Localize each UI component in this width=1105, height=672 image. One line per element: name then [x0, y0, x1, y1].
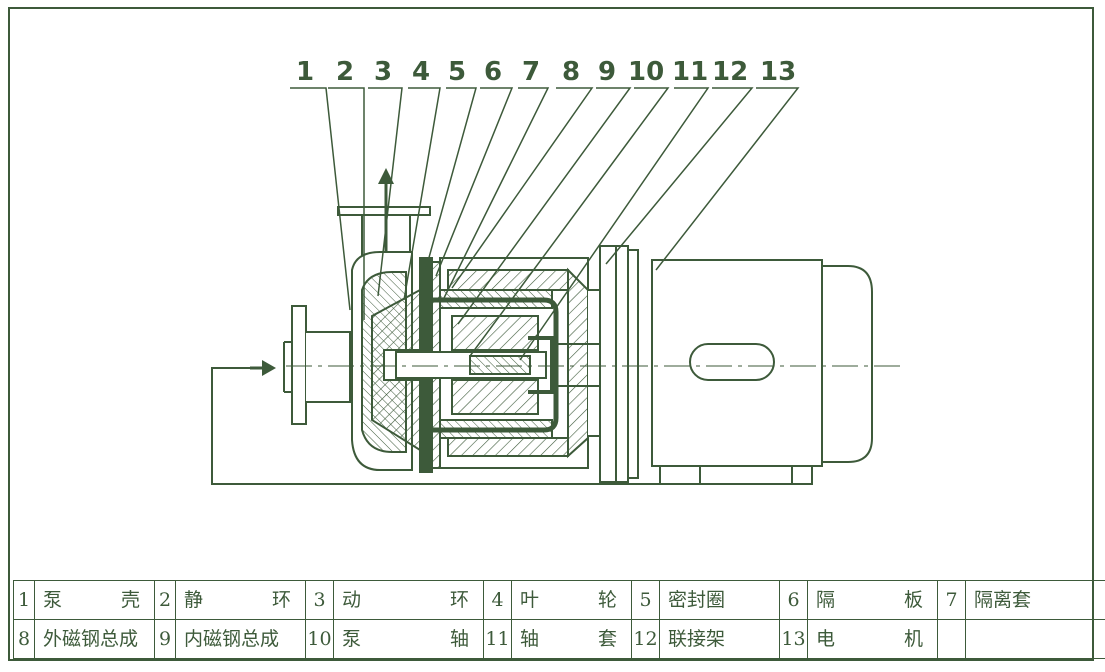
suction-pipe-line	[211, 367, 660, 485]
part-number-cell: 2	[154, 580, 176, 620]
callout-leaders	[290, 87, 800, 361]
callout-11: 11	[672, 57, 708, 87]
part-name-cell: 外磁钢总成	[34, 619, 155, 659]
part-name-cell: 静 环	[175, 580, 306, 620]
part-number-cell: 6	[779, 580, 808, 620]
pump-cross-section-drawing: 1 2 3 4 5 6 7 8 9 10 11 12 13	[211, 57, 900, 485]
part-name-cell: 隔离套	[965, 580, 1105, 620]
shaft-sleeve	[469, 355, 531, 375]
part-name-cell: 密封圈	[659, 580, 780, 620]
part-name-cell: 动 环	[333, 580, 484, 620]
part-number-cell: 11	[483, 619, 512, 659]
callout-6: 6	[484, 57, 502, 87]
part-name-cell: 联接架	[659, 619, 780, 659]
part-number-cell	[937, 619, 966, 659]
part-name-cell: 内磁钢总成	[175, 619, 306, 659]
callout-10: 10	[628, 57, 664, 87]
callout-12: 12	[712, 57, 748, 87]
part-name-cell: 隔 板	[807, 580, 938, 620]
part-number-cell: 13	[779, 619, 808, 659]
part-name-cell	[965, 619, 1105, 659]
isolation-sleeve	[432, 297, 559, 433]
callout-7: 7	[522, 57, 540, 87]
part-number-cell: 8	[13, 619, 35, 659]
callout-2: 2	[336, 57, 354, 87]
motor-terminal-box	[689, 343, 775, 381]
callout-13: 13	[760, 57, 796, 87]
part-number-cell: 5	[631, 580, 660, 620]
outlet-arrowhead	[378, 168, 394, 184]
part-name-cell: 泵 轴	[333, 619, 484, 659]
part-number-cell: 1	[13, 580, 35, 620]
callout-8: 8	[562, 57, 580, 87]
inlet-arrowhead	[262, 360, 276, 376]
callout-numbers: 1 2 3 4 5 6 7 8 9 10 11 12 13	[296, 57, 796, 87]
part-number-cell: 9	[154, 619, 176, 659]
part-number-cell: 12	[631, 619, 660, 659]
part-name-cell: 轴 套	[511, 619, 632, 659]
callout-1: 1	[296, 57, 314, 87]
motor-feet	[659, 466, 813, 485]
part-name-cell: 叶 轮	[511, 580, 632, 620]
part-number-cell: 3	[305, 580, 334, 620]
part-number-cell: 4	[483, 580, 512, 620]
motor-end-cap	[821, 265, 873, 463]
part-number-cell: 10	[305, 619, 334, 659]
callout-3: 3	[374, 57, 392, 87]
inlet-pipe	[306, 331, 351, 403]
inlet-flange	[291, 305, 307, 425]
callout-9: 9	[598, 57, 616, 87]
part-name-cell: 泵 壳	[34, 580, 155, 620]
callout-5: 5	[448, 57, 466, 87]
part-name-cell: 电 机	[807, 619, 938, 659]
callout-4: 4	[412, 57, 430, 87]
outlet-nozzle	[337, 206, 431, 216]
part-number-cell: 7	[937, 580, 966, 620]
